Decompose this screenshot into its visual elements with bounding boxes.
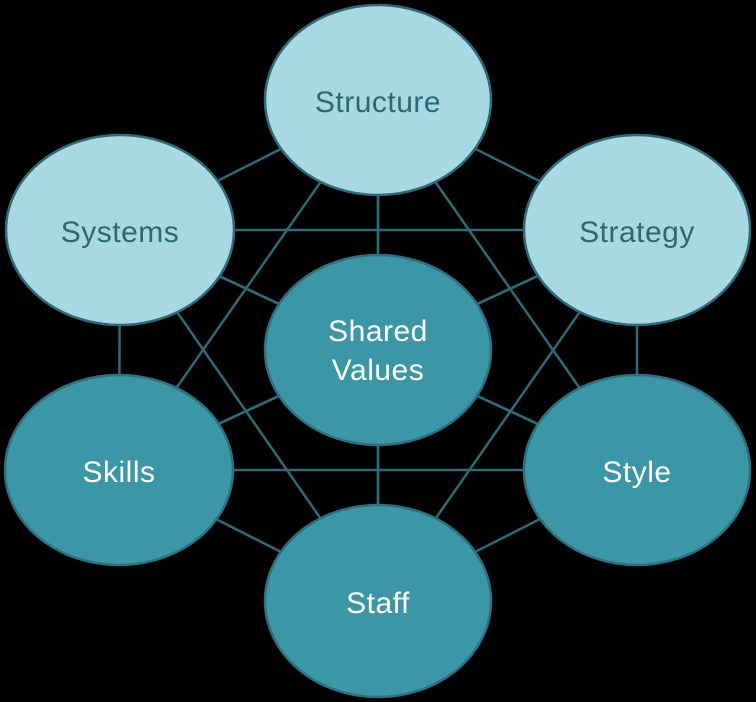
node-staff-label: Staff (346, 587, 410, 620)
node-style-shape (522, 373, 752, 567)
node-systems-shape (4, 133, 236, 327)
node-systems: Systems (4, 133, 236, 327)
node-structure-shape (263, 3, 493, 197)
node-staff: Staff (263, 503, 493, 699)
node-skills: Skills (3, 373, 235, 567)
node-skills-label: Skills (82, 456, 155, 489)
node-strategy: Strategy (522, 133, 752, 327)
node-systems-label: Systems (61, 216, 180, 249)
node-style-label: Style (602, 456, 671, 489)
node-shared-values-shape (263, 253, 493, 447)
node-staff-shape (263, 503, 493, 699)
node-style: Style (522, 373, 752, 567)
node-structure-label: Structure (315, 86, 441, 119)
node-strategy-label: Strategy (579, 216, 695, 249)
node-strategy-shape (522, 133, 752, 327)
node-skills-shape (3, 373, 235, 567)
node-structure: Structure (263, 3, 493, 197)
